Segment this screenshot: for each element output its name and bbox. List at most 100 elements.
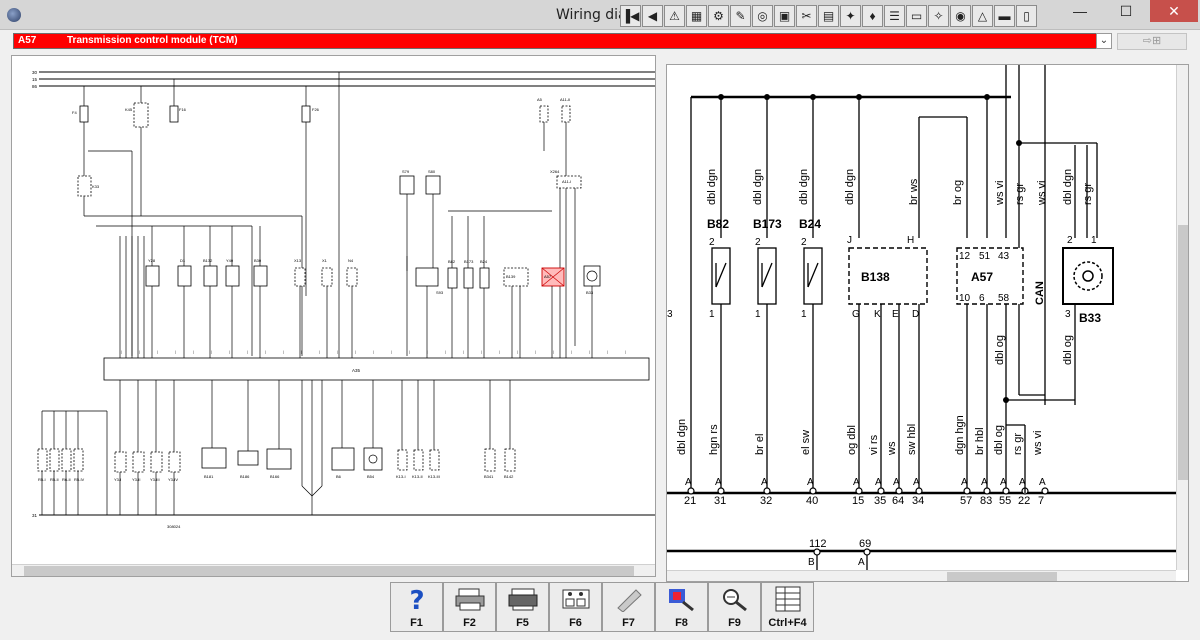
wire-color-label: ws vi bbox=[994, 181, 1006, 206]
fkey-f2-button[interactable]: F2 bbox=[443, 582, 496, 632]
paint-icon[interactable]: ✦ bbox=[840, 5, 861, 27]
first-icon[interactable]: ▐◀ bbox=[620, 5, 641, 27]
component-symbol bbox=[177, 265, 192, 287]
magnifier-icon bbox=[709, 585, 760, 613]
tools-icon[interactable]: ✎ bbox=[730, 5, 751, 27]
rail-label: 30 bbox=[32, 70, 38, 75]
component-selector[interactable]: A57 Transmission control module (TCM) bbox=[13, 33, 1112, 49]
solenoid-symbol bbox=[132, 451, 145, 473]
pin-terminal bbox=[1002, 487, 1010, 495]
wire-color-label: — bbox=[281, 350, 285, 354]
component-label: B6 bbox=[336, 474, 342, 479]
fkey-f6-button[interactable]: F6 bbox=[549, 582, 602, 632]
resistor-symbol bbox=[73, 448, 84, 472]
component-label: Y3-II bbox=[132, 477, 140, 482]
fkey-f7-button[interactable]: F7 bbox=[602, 582, 655, 632]
photo-icon[interactable]: ▣ bbox=[774, 5, 795, 27]
scan-icon[interactable]: ✧ bbox=[928, 5, 949, 27]
wire-color-label: — bbox=[227, 350, 231, 354]
maximize-button[interactable]: ☐ bbox=[1119, 2, 1133, 19]
fkey-ctrl-f4-button[interactable]: Ctrl+F4 bbox=[761, 582, 814, 632]
gear-hub bbox=[1082, 270, 1094, 282]
wire-color-label: — bbox=[425, 350, 429, 354]
toolbar: ▐◀◀⚠▦⚙✎◎▣✂▤✦♦☰▭✧◉△▬▯ bbox=[620, 5, 1037, 27]
monitor-icon[interactable]: ▭ bbox=[906, 5, 927, 27]
pin-number: 15 bbox=[852, 495, 864, 507]
fkey-label: F2 bbox=[463, 617, 476, 629]
tool-icon[interactable]: ✂ bbox=[796, 5, 817, 27]
doc-icon[interactable]: ▯ bbox=[1016, 5, 1037, 27]
component-symbol bbox=[201, 447, 227, 469]
component-label: S93 bbox=[436, 290, 444, 295]
fkey-f8-button[interactable]: F8 bbox=[655, 582, 708, 632]
pin-number: 58 bbox=[998, 293, 1010, 304]
vehicle-icon[interactable]: ♦ bbox=[862, 5, 883, 27]
fkey-f9-button[interactable]: F9 bbox=[708, 582, 761, 632]
pin-number: 2 bbox=[801, 237, 807, 248]
overview-diagram: 30158631A35—————————————————————————————… bbox=[32, 70, 655, 529]
detail-hscroll-thumb[interactable] bbox=[947, 572, 1057, 581]
pin-number: 1 bbox=[709, 309, 715, 320]
component-label: B82 bbox=[448, 259, 456, 264]
help-icon: ? bbox=[391, 585, 442, 613]
overview-scroll-thumb[interactable] bbox=[24, 566, 634, 576]
detail-vertical-scrollbar[interactable] bbox=[1176, 65, 1188, 570]
pin-letter: A bbox=[913, 477, 920, 488]
component-label: B139 bbox=[506, 274, 516, 279]
warning-icon[interactable]: ⚠ bbox=[664, 5, 685, 27]
wire-color-label: dbl og bbox=[1062, 335, 1074, 365]
connector-icon bbox=[550, 585, 601, 613]
junction bbox=[1016, 140, 1022, 146]
pin-number: 2 bbox=[1067, 235, 1073, 246]
component-label: F16 bbox=[179, 107, 187, 112]
component-label: K13-III bbox=[428, 474, 440, 479]
pin-number: 40 bbox=[806, 495, 818, 507]
wire-color-label: dbl dgn bbox=[798, 169, 810, 205]
pin-number: 43 bbox=[998, 251, 1010, 262]
pin-terminal bbox=[963, 487, 971, 495]
pin-number: 83 bbox=[980, 495, 992, 507]
navigate-button[interactable]: ⇨⊞ bbox=[1117, 33, 1187, 50]
wire-color-label: — bbox=[479, 350, 483, 354]
pin-number: 112 bbox=[809, 538, 827, 550]
component-label: K33 bbox=[92, 184, 100, 189]
chevron-down-icon[interactable]: ⌄ bbox=[1096, 33, 1112, 49]
alert-icon[interactable]: △ bbox=[972, 5, 993, 27]
fuse-symbol bbox=[539, 105, 549, 123]
wire-color-label: sw hbl bbox=[906, 424, 918, 455]
exit-icon[interactable]: ▤ bbox=[818, 5, 839, 27]
minimize-button[interactable]: — bbox=[1073, 3, 1087, 19]
close-button[interactable]: ✕ bbox=[1150, 0, 1198, 22]
car-icon[interactable]: ▬ bbox=[994, 5, 1015, 27]
sensor-block bbox=[1062, 247, 1114, 305]
sensor-symbol bbox=[447, 267, 458, 289]
gear-icon bbox=[586, 270, 598, 282]
reset-icon[interactable]: ◎ bbox=[752, 5, 773, 27]
component-label: A11-II bbox=[560, 97, 570, 102]
component-label: R5-I bbox=[38, 477, 46, 482]
component-symbol bbox=[225, 265, 240, 287]
wire-color-label: — bbox=[569, 350, 573, 354]
list-icon[interactable]: ☰ bbox=[884, 5, 905, 27]
switch-symbol bbox=[415, 267, 439, 287]
app-icon bbox=[7, 8, 21, 22]
globe-icon[interactable]: ◉ bbox=[950, 5, 971, 27]
component-label: Y3-III bbox=[150, 477, 160, 482]
component-label: X13 bbox=[294, 258, 302, 263]
wire-color-label: dbl og bbox=[994, 335, 1006, 365]
detail-vscroll-thumb[interactable] bbox=[1178, 225, 1188, 480]
wire-color-label: — bbox=[299, 350, 303, 354]
component-label: B54 bbox=[367, 474, 375, 479]
wire-color-label: vi rs bbox=[868, 434, 880, 455]
overview-horizontal-scrollbar[interactable] bbox=[12, 564, 655, 576]
diagram-icon[interactable]: ▦ bbox=[686, 5, 707, 27]
detail-horizontal-scrollbar[interactable] bbox=[667, 570, 1176, 581]
component-icon[interactable]: ⚙ bbox=[708, 5, 729, 27]
prev-icon[interactable]: ◀ bbox=[642, 5, 663, 27]
fkey-f1-button[interactable]: ?F1 bbox=[390, 582, 443, 632]
pin-number: K bbox=[874, 309, 881, 320]
component-label: X1 bbox=[322, 258, 328, 263]
fkey-f5-button[interactable]: F5 bbox=[496, 582, 549, 632]
